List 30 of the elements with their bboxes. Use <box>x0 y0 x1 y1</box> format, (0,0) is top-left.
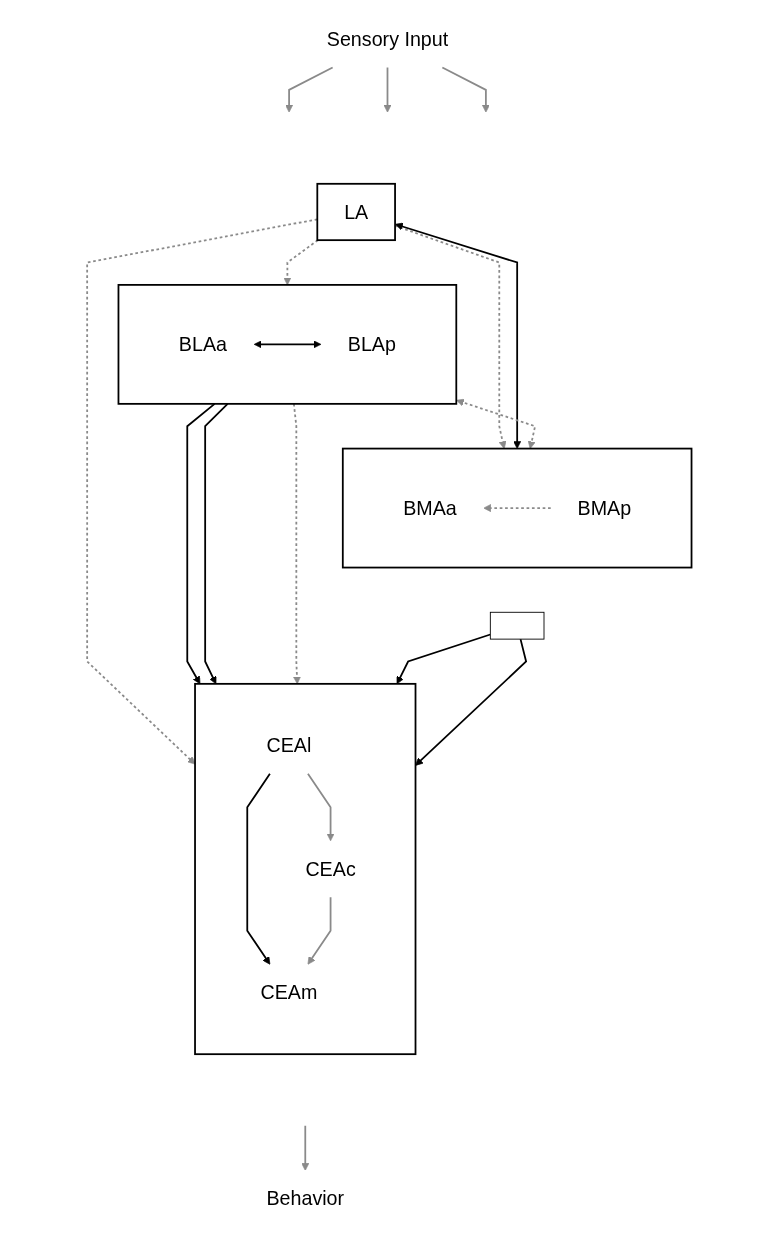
arrow <box>246 772 271 965</box>
arrow <box>396 633 491 685</box>
arrow <box>186 402 216 685</box>
arrow <box>383 66 392 113</box>
node-text: BMAa <box>402 496 457 520</box>
arrow <box>306 772 335 842</box>
arrow <box>85 218 318 765</box>
arrow <box>455 398 536 449</box>
node-bar <box>489 611 545 640</box>
cluster <box>117 284 457 405</box>
cluster <box>341 447 693 569</box>
arrow <box>292 402 301 685</box>
arrow <box>301 1124 309 1171</box>
arrow <box>203 402 229 685</box>
arrow <box>307 896 332 965</box>
arrow <box>283 239 319 286</box>
node-box: LA <box>316 182 396 242</box>
node-text: CEAl <box>266 734 311 757</box>
cluster <box>193 682 417 1056</box>
node-text: BLAa <box>178 333 227 356</box>
node-text: BLAp <box>347 333 396 356</box>
arrow <box>441 66 490 113</box>
arrow <box>482 504 552 512</box>
node-text: Behavior <box>266 1187 344 1210</box>
node-text: CEAm <box>260 981 317 1004</box>
node-text: BMAp <box>577 496 631 520</box>
arrow <box>284 66 334 113</box>
node-text: Sensory Input <box>326 28 448 51</box>
arrow <box>253 340 321 349</box>
node-text: CEAc <box>305 857 356 881</box>
